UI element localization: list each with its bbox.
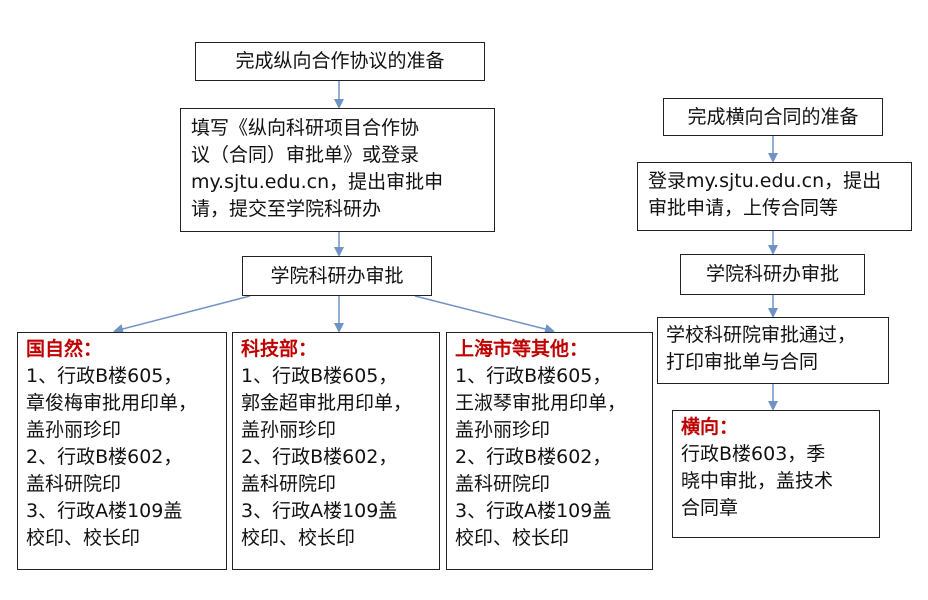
horizontal-final-line: 晓中审批，盖技术 <box>681 470 834 492</box>
branch-line: 盖科研院印 <box>455 473 551 495</box>
horizontal-step3-box: 学院科研办审批 <box>680 254 865 295</box>
branch-line: 1、行政B楼605， <box>455 365 612 387</box>
branch-line: 章俊梅审批用印单， <box>26 392 198 414</box>
branch-line: 2、行政B楼602， <box>241 446 398 468</box>
horizontal-final-box: 横向： 行政B楼603，季 晓中审批，盖技术 合同章 <box>672 410 880 538</box>
vertical-step1-text: 完成纵向合作协议的准备 <box>235 50 445 72</box>
horizontal-step1-box: 完成横向合同的准备 <box>663 98 883 136</box>
horizontal-step2-line: 审批申请，上传合同等 <box>648 197 839 219</box>
vertical-step2-line: 议（合同）审批单》或登录 <box>191 144 420 166</box>
branch-line: 3、行政A楼109盖 <box>455 500 612 522</box>
branch-line: 2、行政B楼602， <box>26 446 183 468</box>
branch-line: 校印、校长印 <box>26 527 141 549</box>
horizontal-step1-text: 完成横向合同的准备 <box>687 105 859 128</box>
branch-box-guoziran: 国自然： 1、行政B楼605， 章俊梅审批用印单， 盖孙丽珍印 2、行政B楼60… <box>17 332 227 570</box>
horizontal-step2-box: 登录my.sjtu.edu.cn，提出 审批申请，上传合同等 <box>637 162 912 231</box>
branch-line: 校印、校长印 <box>455 527 570 549</box>
branch-box-kejibu: 科技部： 1、行政B楼605， 郭金超审批用印单， 盖孙丽珍印 2、行政B楼60… <box>232 332 440 570</box>
vertical-step2-line: my.sjtu.edu.cn，提出审批申 <box>191 171 444 193</box>
horizontal-final-title: 横向： <box>681 416 739 438</box>
horizontal-step4-box: 学校科研院审批通过， 打印审批单与合同 <box>657 317 889 384</box>
branch-line: 盖科研院印 <box>241 473 337 495</box>
horizontal-step4-line: 打印审批单与合同 <box>666 351 819 373</box>
branch-line: 3、行政A楼109盖 <box>241 500 398 522</box>
branch-line: 王淑琴审批用印单， <box>455 392 627 414</box>
branch-line: 校印、校长印 <box>241 527 356 549</box>
horizontal-step2-line: 登录my.sjtu.edu.cn，提出 <box>648 170 882 192</box>
branch-box-shanghai: 上海市等其他： 1、行政B楼605， 王淑琴审批用印单， 盖孙丽珍印 2、行政B… <box>446 332 653 570</box>
horizontal-final-line: 行政B楼603，季 <box>681 443 826 465</box>
branch-line: 1、行政B楼605， <box>26 365 183 387</box>
branch-line: 盖孙丽珍印 <box>26 419 122 441</box>
branch-title: 科技部： <box>241 338 318 360</box>
horizontal-step3-text: 学院科研办审批 <box>705 263 839 285</box>
arrow-v3-b3 <box>414 295 555 334</box>
branch-line: 盖孙丽珍印 <box>455 419 551 441</box>
vertical-step3-box: 学院科研办审批 <box>242 256 432 296</box>
branch-line: 1、行政B楼605， <box>241 365 398 387</box>
branch-line: 盖科研院印 <box>26 473 122 495</box>
vertical-step2-line: 请，提交至学院科研办 <box>191 198 382 220</box>
vertical-step1-box: 完成纵向合作协议的准备 <box>195 42 485 81</box>
branch-title: 上海市等其他： <box>455 338 589 360</box>
branch-line: 郭金超审批用印单， <box>241 392 413 414</box>
arrow-v3-b1 <box>113 295 251 334</box>
branch-line: 3、行政A楼109盖 <box>26 500 183 522</box>
branch-line: 2、行政B楼602， <box>455 446 612 468</box>
branch-line: 盖孙丽珍印 <box>241 419 337 441</box>
vertical-step3-text: 学院科研办审批 <box>270 264 404 287</box>
horizontal-final-line: 合同章 <box>681 497 739 519</box>
vertical-step2-line: 填写《纵向科研项目合作协 <box>191 117 420 139</box>
horizontal-step4-line: 学校科研院审批通过， <box>666 324 857 346</box>
vertical-step2-box: 填写《纵向科研项目合作协 议（合同）审批单》或登录 my.sjtu.edu.cn… <box>180 108 495 232</box>
branch-title: 国自然： <box>26 338 103 360</box>
